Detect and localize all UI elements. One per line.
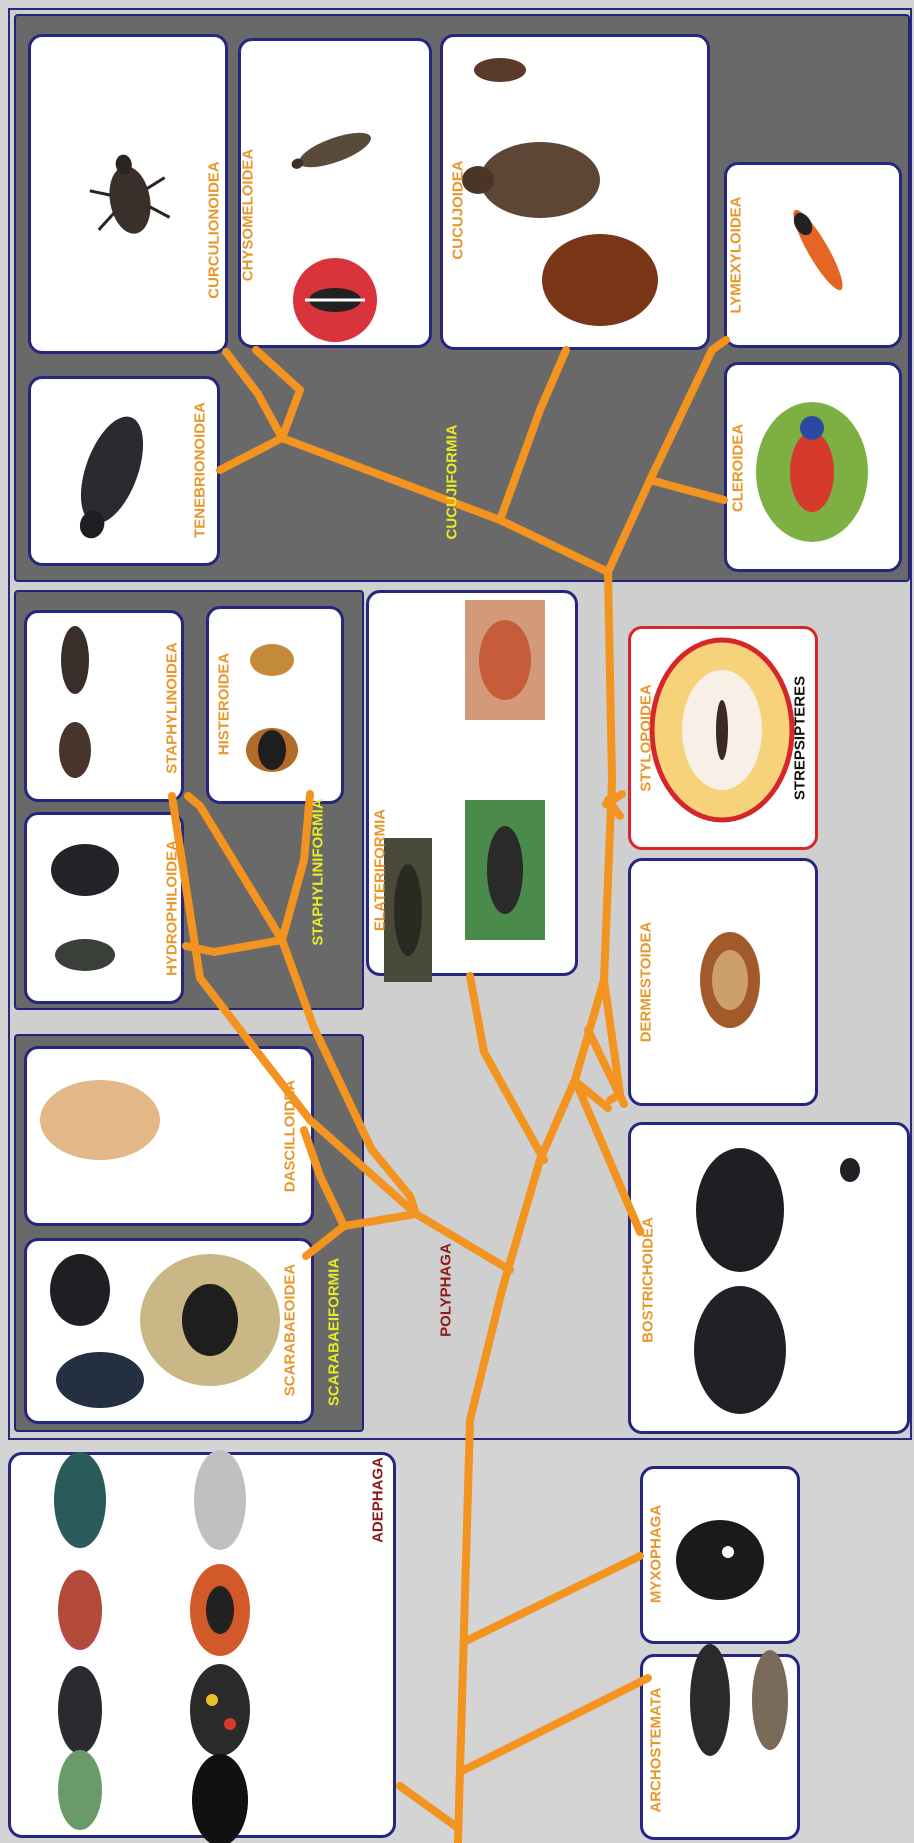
branch-adephaga	[400, 1786, 458, 1828]
branch-cleroidea	[608, 480, 724, 572]
label-hydrophiloidea: HYDROPHILOIDEA	[164, 840, 181, 976]
label-dermestoidea: DERMESTOIDEA	[638, 922, 655, 1043]
label-scarabaeiformia: SCARABAEIFORMIA	[326, 1258, 343, 1406]
label-curculionoidea: CURCULIONOIDEA	[206, 161, 223, 299]
label-histeroidea: HISTEROIDEA	[216, 653, 233, 756]
branch-lymexyloidea	[650, 340, 726, 480]
branch-polyphaga-basal	[172, 796, 510, 1270]
branch-elateriformia	[470, 976, 544, 1160]
branch-archostemata	[464, 1678, 648, 1770]
branch-cucujoidea	[500, 350, 566, 520]
branch-staphylinoidea	[188, 796, 282, 940]
branch-scarab	[306, 1214, 416, 1256]
label-dascilloidea: DASCILLOIDEA	[282, 1080, 299, 1193]
label-cucujoidea: CUCUJOIDEA	[450, 160, 467, 259]
branch-histeroidea	[282, 794, 310, 940]
label-polyphaga: POLYPHAGA	[438, 1243, 455, 1337]
branch-hydrophiloidea	[186, 940, 282, 952]
label-tenebrionoidea: TENEBRIONOIDEA	[192, 402, 209, 538]
label-stylopoidea: STYLOPOIDEA	[638, 684, 655, 792]
label-adephaga: ADEPHAGA	[370, 1457, 387, 1543]
label-scarabaeoidea: SCARABAEOIDEA	[282, 1264, 299, 1397]
label-myxophaga: MYXOPHAGA	[648, 1505, 665, 1603]
branch-tenebrionoidea	[220, 438, 608, 572]
label-staphylinoidea: STAPHYLINOIDEA	[164, 642, 181, 773]
label-lymexyloidea: LYMEXYLOIDEA	[728, 197, 745, 314]
branch-myxophaga	[468, 1556, 640, 1640]
label-bostrichoidea: BOSTRICHOIDEA	[640, 1217, 657, 1343]
label-strepsipteres: STREPSIPTERES	[792, 676, 809, 800]
label-chysomeloidea: CHYSOMELOIDEA	[240, 149, 257, 282]
label-cleroidea: CLEROIDEA	[730, 424, 747, 512]
label-cucujiformia: CUCUJIFORMIA	[444, 425, 461, 540]
main-trunk	[458, 572, 612, 1843]
label-archostemata: ARCHOSTEMATA	[648, 1687, 665, 1812]
label-staphyliniformia: STAPHYLINIFORMIA	[310, 798, 327, 945]
label-elateriformia: ELATERIFORMIA	[372, 809, 389, 931]
